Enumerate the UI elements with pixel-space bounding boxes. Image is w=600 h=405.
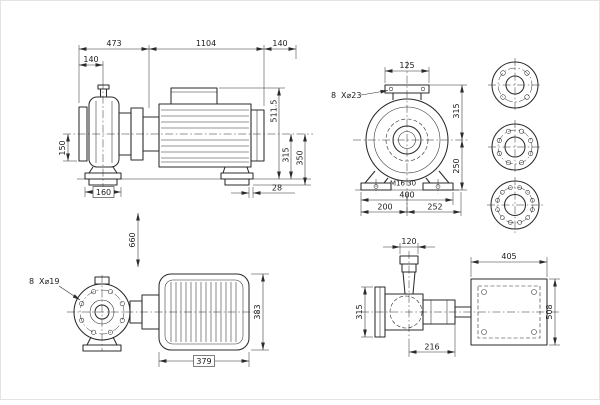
dim-clearance: 140 xyxy=(272,39,287,48)
dim-motor-length: 405 xyxy=(501,252,516,261)
bolt-circle xyxy=(496,186,534,224)
dim-motor-width: 379 xyxy=(196,357,211,366)
dim-length: 660 xyxy=(128,232,137,247)
bolt-callout-size: X⌀23 xyxy=(341,91,361,100)
view-side-dimensions: 473 1104 140 140 150 160 511.5 315 350 2… xyxy=(58,39,311,198)
dim-lower-height: 250 xyxy=(452,158,461,173)
dim-foot-right: 252 xyxy=(427,203,442,212)
motor-end-outline xyxy=(158,273,250,351)
dim-overall-width: 508 xyxy=(545,304,554,319)
dim-total-height: 511.5 xyxy=(269,100,278,123)
motor-footprint xyxy=(470,278,548,346)
foundation-bolt-hole xyxy=(373,184,379,189)
dim-foot-span: 400 xyxy=(399,191,414,200)
flange-bolt-hole xyxy=(388,86,394,92)
volute-outer-circle xyxy=(365,98,449,182)
dim-motor-height: 383 xyxy=(253,304,262,319)
hub-circle xyxy=(392,125,422,155)
view-plan-dimensions: 120 405 315 508 216 xyxy=(355,237,560,357)
discharge-stub xyxy=(94,276,110,285)
view-flange-patterns xyxy=(487,58,543,233)
dim-flange-width: 120 xyxy=(401,237,416,246)
dim-foot-length: 160 xyxy=(96,188,111,197)
bolt-callout-count: 8 xyxy=(331,91,336,100)
mounting-hole xyxy=(481,289,487,295)
callout-leader xyxy=(58,285,81,301)
impeller-hidden-circle xyxy=(389,295,423,329)
view-side xyxy=(63,81,313,193)
suction-flange-outline xyxy=(78,106,88,162)
dim-center-to-suction: 150 xyxy=(58,140,67,155)
view-plan xyxy=(361,251,561,346)
dim-upper-height: 315 xyxy=(452,103,461,118)
discharge-flange xyxy=(384,84,430,94)
dim-frame xyxy=(92,186,115,198)
dim-frame xyxy=(193,355,215,367)
bolt-circle xyxy=(79,289,125,335)
mounting-hole xyxy=(531,289,537,295)
dim-flange-height: 315 xyxy=(355,304,364,319)
bolt-circle xyxy=(497,129,533,165)
flange-pattern-middle xyxy=(488,120,542,174)
pump-volute-outline xyxy=(88,96,120,168)
dim-flange-to-center: 140 xyxy=(83,55,98,64)
mounting-hole xyxy=(531,329,537,335)
mounting-hole xyxy=(481,329,487,335)
dim-foot-left: 200 xyxy=(377,203,392,212)
dim-motor-length: 1104 xyxy=(196,39,216,48)
dim-pump-length: 473 xyxy=(106,39,121,48)
dim-flange-width: 125 xyxy=(399,61,414,70)
motor-foot xyxy=(220,172,254,180)
view-rear-dimensions: 660 8 X⌀19 383 379 xyxy=(29,213,269,367)
flange-bolt-hole xyxy=(420,86,426,92)
dim-casing-length: 216 xyxy=(424,343,439,352)
bolt-thread-label: M16 30 xyxy=(390,180,416,188)
bolt-callout-size: X⌀19 xyxy=(39,277,59,286)
dim-pad-thickness: 28 xyxy=(272,184,282,193)
dim-centerline-height: 315 xyxy=(281,147,290,162)
impeller-hidden-circle xyxy=(385,118,429,162)
view-end xyxy=(353,61,469,213)
bolt-circle xyxy=(497,67,533,103)
view-end-dimensions: 125 8 X⌀23 315 250 M16 30 400 200 252 xyxy=(331,61,467,216)
motor-body-outline xyxy=(158,103,252,168)
pump-foot-pad xyxy=(82,344,122,352)
dim-base-depth: 350 xyxy=(295,150,304,165)
fan-cover xyxy=(250,109,265,162)
flange-pattern-bottom xyxy=(487,177,543,233)
view-rear xyxy=(67,273,259,352)
bolt-callout-count: 8 xyxy=(29,277,34,286)
vent-plug xyxy=(97,84,110,90)
terminal-box xyxy=(170,87,218,105)
foundation-bolt-hole xyxy=(435,184,441,189)
callout-leader xyxy=(360,89,389,96)
flange-pattern-top xyxy=(488,58,542,112)
